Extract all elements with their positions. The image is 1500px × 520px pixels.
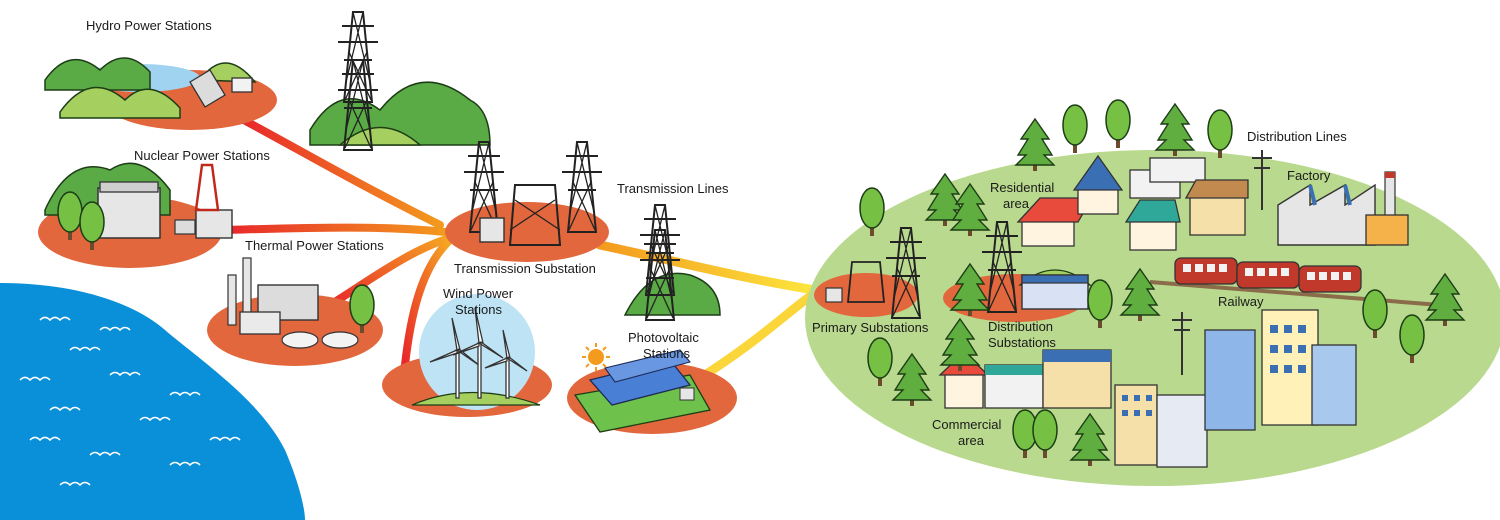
thermal-power-station bbox=[207, 257, 383, 366]
sun-icon bbox=[582, 343, 610, 371]
label-wind-power-line2: Stations bbox=[455, 302, 502, 317]
residential-area bbox=[1016, 154, 1249, 251]
label-primary-substations: Primary Substations bbox=[812, 320, 929, 335]
distribution-poles bbox=[1172, 150, 1272, 375]
transmission-substation bbox=[445, 141, 609, 262]
label-railway: Railway bbox=[1218, 294, 1264, 309]
city-buildings bbox=[1114, 309, 1357, 468]
label-transmission-substation: Transmission Substation bbox=[454, 261, 596, 276]
hydro-power-station bbox=[44, 57, 277, 130]
label-commercial-line1: Commercial bbox=[932, 417, 1001, 432]
label-residential-line2: area bbox=[1003, 196, 1030, 211]
label-transmission-lines: Transmission Lines bbox=[617, 181, 729, 196]
railway bbox=[1149, 257, 1441, 307]
wind-power-station bbox=[382, 294, 552, 417]
label-distribution-substations-line2: Substations bbox=[988, 335, 1056, 350]
factory bbox=[1277, 171, 1409, 246]
label-distribution-substations-line1: Distribution bbox=[988, 319, 1053, 334]
label-residential-line1: Residential bbox=[990, 180, 1054, 195]
sea-waves bbox=[19, 316, 241, 487]
label-photovoltaic-line1: Photovoltaic bbox=[628, 330, 699, 345]
diagram-labels: Hydro Power Stations Nuclear Power Stati… bbox=[86, 18, 1347, 448]
label-distribution-lines: Distribution Lines bbox=[1247, 129, 1347, 144]
commercial-area bbox=[938, 349, 1112, 409]
label-hydro-power-stations: Hydro Power Stations bbox=[86, 18, 212, 33]
transmission-hill bbox=[309, 11, 491, 151]
primary-substation bbox=[814, 227, 927, 319]
power-flow-lines bbox=[221, 114, 964, 383]
photovoltaic-station bbox=[567, 343, 737, 434]
label-thermal-power-stations: Thermal Power Stations bbox=[245, 238, 384, 253]
label-photovoltaic-line2: Stations bbox=[643, 346, 690, 361]
label-commercial-line2: area bbox=[958, 433, 985, 448]
label-factory: Factory bbox=[1287, 168, 1331, 183]
sea bbox=[0, 283, 305, 520]
transmission-lines-tower bbox=[623, 204, 721, 321]
nuclear-power-station bbox=[38, 162, 233, 268]
label-nuclear-power-stations: Nuclear Power Stations bbox=[134, 148, 270, 163]
label-wind-power-line1: Wind Power bbox=[443, 286, 514, 301]
